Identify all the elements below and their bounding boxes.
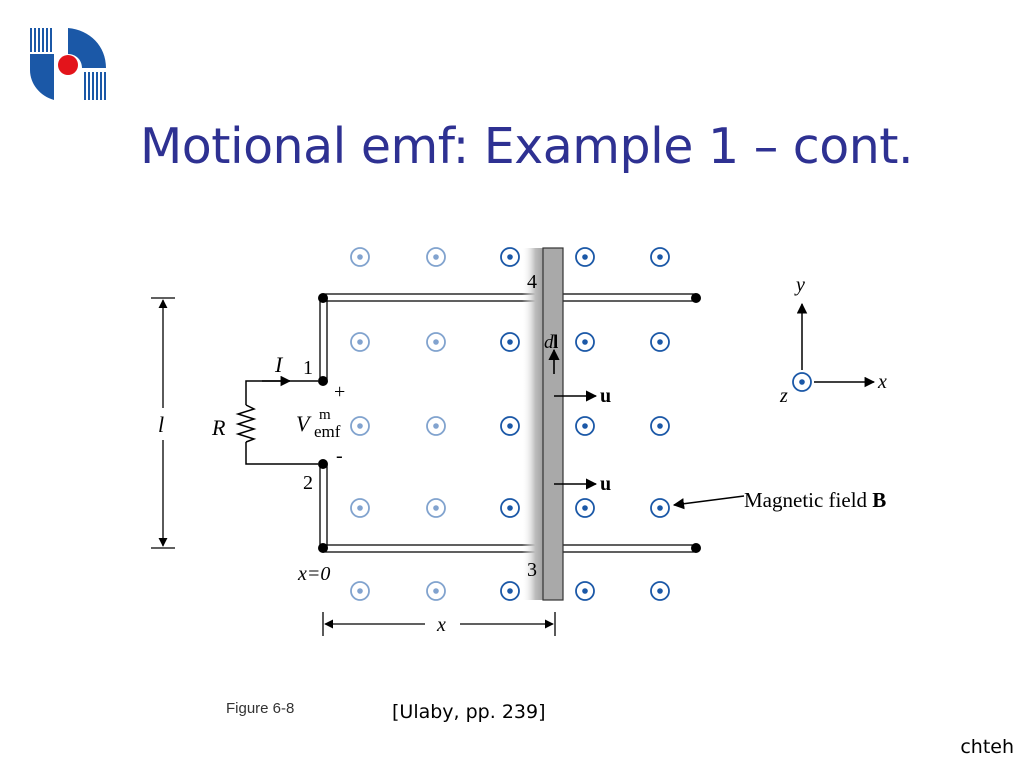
field-dot-icon (575, 247, 595, 267)
velocity-label-1: u (600, 385, 611, 407)
figure-caption: Figure 6-8 (226, 700, 295, 717)
dl-l-label: l (553, 332, 558, 353)
author-text: chteh (960, 736, 1014, 758)
dl-d-label: d (544, 332, 554, 353)
node-1-label: 1 (303, 357, 313, 379)
field-dot-icon (350, 581, 370, 601)
field-label: Magnetic field B (744, 488, 886, 512)
current-label: I (274, 352, 284, 377)
field-dot-icon (426, 498, 446, 518)
emf-sup-label: m (319, 407, 331, 423)
field-dot-icon (500, 332, 520, 352)
velocity-label-2: u (600, 473, 611, 495)
field-dot-icon (650, 498, 670, 518)
field-dot-icon (426, 416, 446, 436)
resistor-circuit (235, 375, 318, 465)
sliding-bar (542, 247, 564, 601)
resistor-label: R (211, 415, 226, 440)
field-dot-icon (426, 581, 446, 601)
field-dot-icon (350, 247, 370, 267)
emf-v-label: V (296, 411, 312, 436)
field-dot-icon (500, 247, 520, 267)
node-4-label: 4 (527, 271, 537, 293)
axis-y-label: y (794, 274, 805, 296)
rails (319, 293, 696, 553)
field-dot-icon (500, 416, 520, 436)
field-dot-icon (650, 332, 670, 352)
field-dot-icon (650, 581, 670, 601)
slide-title: Motional emf: Example 1 – cont. (140, 118, 914, 175)
field-dot-icon (350, 498, 370, 518)
field-dot-icon (575, 416, 595, 436)
field-dot-icon (500, 581, 520, 601)
field-dot-icon (575, 332, 595, 352)
field-dot-icon (350, 332, 370, 352)
magnetic-field-dots (350, 247, 670, 601)
axis-z-label: z (779, 385, 788, 407)
field-dot-icon (575, 498, 595, 518)
minus-label: - (336, 445, 343, 467)
field-dot-icon (426, 247, 446, 267)
bar-shading (522, 248, 544, 600)
reference-text: [Ulaby, pp. 239] (392, 701, 546, 723)
z-axis-dot-icon (792, 372, 812, 392)
university-logo-icon (30, 28, 106, 100)
coordinate-axes (796, 302, 876, 388)
vector-arrows (548, 348, 745, 510)
field-dot-icon (350, 416, 370, 436)
field-dot-icon (500, 498, 520, 518)
x-origin-label: x=0 (297, 563, 330, 585)
field-dot-icon (650, 416, 670, 436)
resistor-icon (235, 404, 257, 443)
x-dimension (322, 612, 556, 636)
x-dimension-label: x (436, 614, 446, 636)
rail-terminals (318, 293, 701, 553)
plus-label: + (334, 381, 345, 403)
emf-sub-label: emf (314, 422, 341, 441)
axis-x-label: x (877, 371, 887, 393)
node-2-label: 2 (303, 472, 313, 494)
length-label: l (158, 412, 164, 437)
motional-emf-diagram: I + - 1 2 3 4 R l V m emf d l u u x=0 x … (151, 247, 887, 636)
field-dot-icon (426, 332, 446, 352)
node-3-label: 3 (527, 559, 537, 581)
length-dimension (151, 297, 175, 549)
field-dot-icon (575, 581, 595, 601)
field-dot-icon (650, 247, 670, 267)
